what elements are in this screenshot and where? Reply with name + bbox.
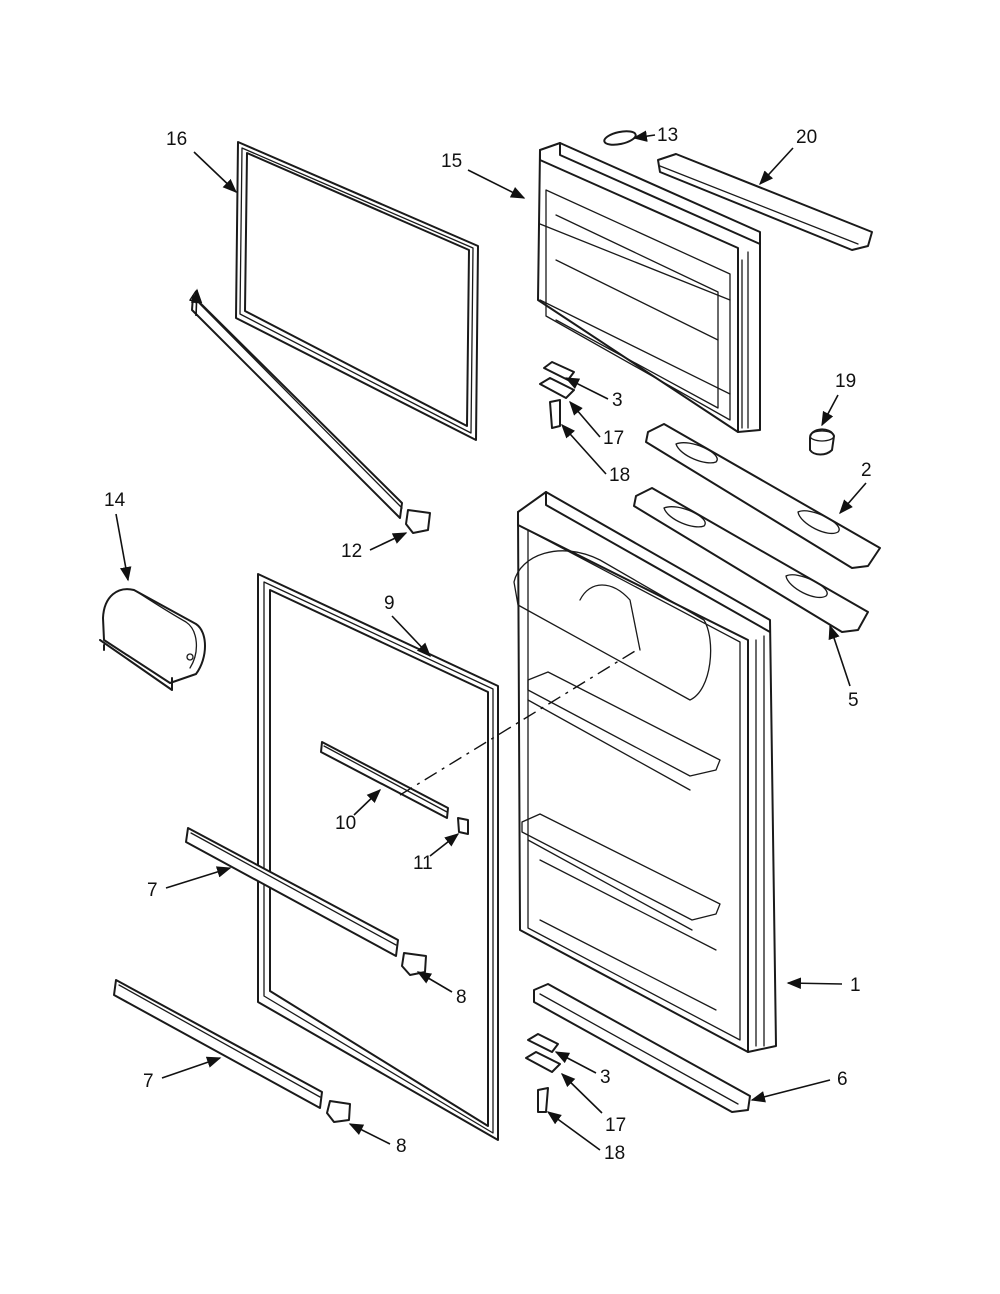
rail-end-cap-small	[457, 817, 469, 835]
hinge-hole-plug	[603, 130, 637, 146]
callout-1: 1	[850, 975, 861, 996]
callout-16: 16	[166, 129, 187, 150]
callout-8-lower: 8	[396, 1136, 407, 1157]
fresh-food-door-handle	[633, 487, 869, 633]
callout-5: 5	[848, 690, 859, 711]
fresh-food-door-gasket	[257, 573, 499, 1141]
dairy-compartment	[99, 588, 206, 691]
callout-2: 2	[861, 460, 872, 481]
callout-3-lower: 3	[600, 1067, 611, 1088]
alignment-line	[399, 647, 641, 796]
callout-10: 10	[335, 813, 356, 834]
callout-13: 13	[657, 125, 678, 146]
callout-8-upper: 8	[456, 987, 467, 1008]
freezer-door-gasket	[235, 141, 479, 441]
callout-3-upper: 3	[612, 390, 623, 411]
rail-end-cap-upper	[401, 952, 427, 976]
callout-14: 14	[104, 490, 126, 511]
rail-end-cap-lower	[326, 1100, 351, 1123]
freezer-door	[537, 142, 761, 433]
fresh-food-door	[513, 491, 777, 1053]
door-bottom-trim	[533, 983, 751, 1113]
door-shelf-rail-upper	[320, 741, 449, 819]
callout-labels: 16 15 13 20 4 3 17 18 19 2 14 12 9 5 10 …	[104, 125, 872, 1164]
callout-17-upper: 17	[603, 428, 624, 449]
callout-4: 4	[189, 288, 200, 309]
callout-19: 19	[835, 371, 856, 392]
callout-18-lower: 18	[604, 1143, 625, 1164]
callout-9: 9	[384, 593, 395, 614]
door-rail-lower	[113, 979, 323, 1109]
freezer-door-trim	[657, 153, 873, 251]
hinge-assembly-lower	[525, 1033, 561, 1113]
hinge-assembly-upper	[539, 361, 575, 429]
callout-20: 20	[796, 127, 817, 148]
freezer-door-handle	[645, 423, 881, 569]
freezer-door-rail	[191, 295, 431, 534]
callout-17-lower: 17	[605, 1115, 626, 1136]
callout-12: 12	[341, 541, 362, 562]
callout-7-lower: 7	[143, 1071, 154, 1092]
callout-18-upper: 18	[609, 465, 630, 486]
callout-11: 11	[413, 853, 433, 874]
callout-15: 15	[441, 151, 462, 172]
door-rail-upper	[185, 827, 399, 957]
callout-6: 6	[837, 1069, 848, 1090]
leader-lines	[115, 130, 867, 1151]
callout-7-upper: 7	[147, 880, 158, 901]
handle-plug	[809, 428, 835, 456]
